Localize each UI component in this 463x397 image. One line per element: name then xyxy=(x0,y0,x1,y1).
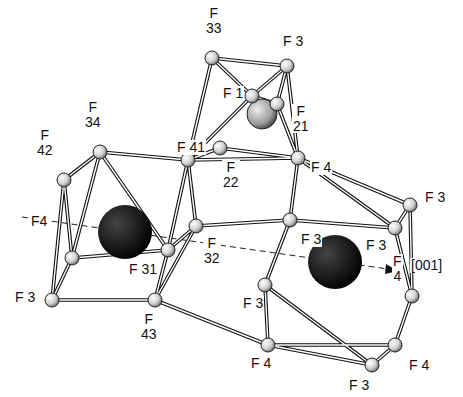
atom-label: F 33 xyxy=(205,6,223,35)
atom-label: F 3 xyxy=(348,378,370,393)
atom-label: F 3 xyxy=(282,34,304,49)
atom-label: F 4 xyxy=(408,358,430,373)
atom-label: F 21 xyxy=(292,104,310,133)
atom-label: F 22 xyxy=(222,160,240,189)
atom-label: F 3 xyxy=(14,290,36,305)
bond-inner xyxy=(52,58,412,365)
bond-outline xyxy=(52,58,412,365)
cations xyxy=(98,99,362,289)
atom-label: F 3 xyxy=(300,232,322,247)
atom-label: F 3 xyxy=(424,190,446,205)
atom-label: F 34 xyxy=(84,100,102,129)
atom-label: F 41 xyxy=(176,140,206,155)
atom-label: F 3 xyxy=(365,238,387,253)
atom-label: F 32 xyxy=(203,236,221,265)
atom-label: F4 xyxy=(30,214,48,229)
atom-label: F 3 xyxy=(242,296,264,311)
atom-label: F 4 xyxy=(250,356,272,371)
atom-label: F 42 xyxy=(36,128,54,157)
fluorine-atoms xyxy=(45,51,419,372)
atom-label: F 43 xyxy=(140,312,158,341)
axis-label: [001] xyxy=(410,258,443,273)
atom-label: F 31 xyxy=(128,262,158,277)
atom-label: F 4 xyxy=(392,254,403,283)
atom-label: F 1 xyxy=(222,86,244,101)
atom-label: F 4 xyxy=(310,160,332,175)
